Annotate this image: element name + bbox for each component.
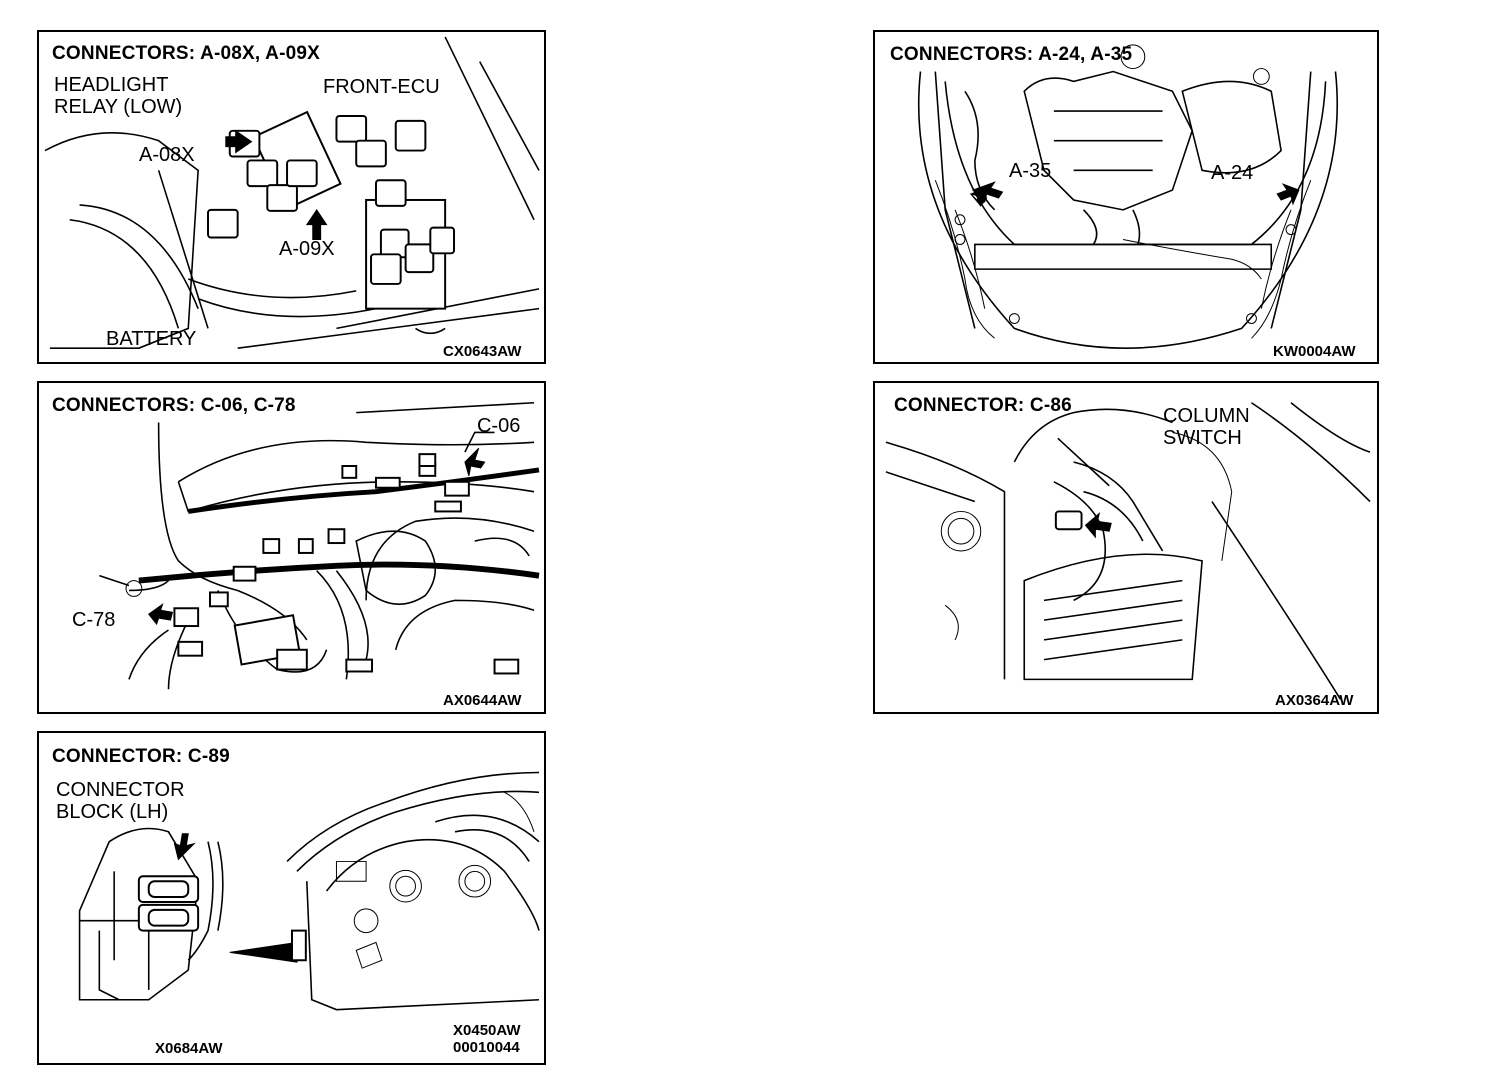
figure-a08x-a09x: CONNECTORS: A-08X, A-09X HEADLIGHT RELAY… (37, 30, 546, 364)
label-a09x: A-09X (279, 238, 335, 260)
figure-code-right: X0450AW 00010044 (453, 1022, 521, 1056)
figure-title: CONNECTOR: C-86 (894, 395, 1072, 416)
column-switch-drawing (885, 402, 1371, 700)
figure-code: AX0364AW (1275, 692, 1354, 709)
figure-c89: CONNECTOR: C-89 CONNECTOR BLOCK (LH) X06… (37, 731, 546, 1065)
figure-code: CX0643AW (443, 343, 522, 360)
connector-block-drawing (78, 771, 540, 1011)
engine-relay-box-drawing (44, 36, 540, 349)
label-connector-block: CONNECTOR BLOCK (LH) (56, 779, 185, 823)
figure-code-left: X0684AW (155, 1040, 223, 1057)
figure-title: CONNECTOR: C-89 (52, 746, 230, 767)
figure-a24-a35: CONNECTORS: A-24, A-35 A-35 A-24 KW0004A… (873, 30, 1379, 364)
label-column-switch: COLUMN SWITCH (1163, 405, 1250, 449)
label-c78: C-78 (72, 609, 116, 631)
dashboard-harness-drawing (99, 401, 540, 690)
label-a24: A-24 (1211, 162, 1254, 184)
figure-code: KW0004AW (1273, 343, 1356, 360)
figure-c86: CONNECTOR: C-86 COLUMN SWITCH AX0364AW (873, 381, 1379, 714)
figure-code: AX0644AW (443, 692, 522, 709)
figure-c06-c78: CONNECTORS: C-06, C-78 C-06 C-78 AX0644A… (37, 381, 546, 714)
engine-bay-harness-drawing (917, 44, 1339, 349)
label-front-ecu: FRONT-ECU (323, 76, 440, 98)
label-a08x: A-08X (139, 144, 195, 166)
label-a35: A-35 (1009, 160, 1052, 182)
figure-title: CONNECTORS: A-24, A-35 (890, 44, 1133, 65)
label-battery: BATTERY (106, 328, 197, 350)
label-headlight-relay: HEADLIGHT RELAY (LOW) (54, 74, 183, 118)
figure-title: CONNECTORS: C-06, C-78 (52, 395, 296, 416)
label-c06: C-06 (477, 415, 521, 437)
figure-title: CONNECTORS: A-08X, A-09X (52, 43, 321, 64)
